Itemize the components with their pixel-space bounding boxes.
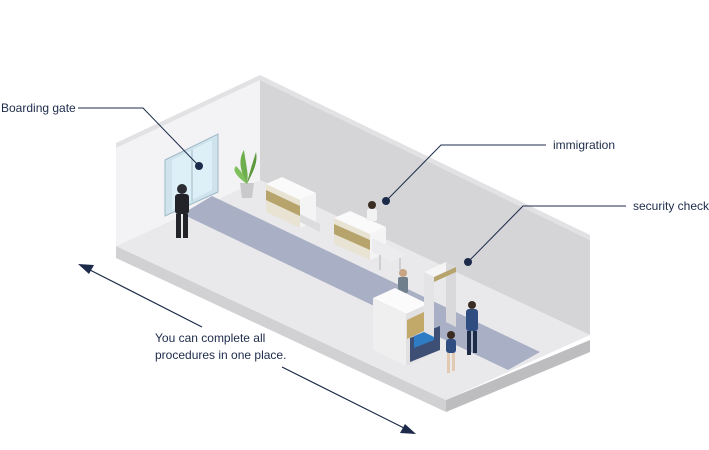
security-check-label: security check — [633, 199, 709, 213]
room-base-right-face — [446, 340, 590, 412]
security-check-leader — [467, 205, 626, 263]
traveler-man-figure — [466, 301, 478, 355]
potted-plant-icon — [234, 150, 257, 198]
walkway-path — [182, 196, 540, 370]
boarding-gate-leader — [78, 107, 200, 167]
left-wall-top-rim — [116, 75, 260, 148]
boarding-gate-marker — [195, 162, 203, 170]
boarding-gate-label: Boarding gate — [1, 101, 76, 115]
back-wall — [260, 80, 590, 335]
immigration-desk-1 — [266, 177, 320, 232]
procedures-note-line-1: You can complete all — [155, 331, 266, 345]
immigration-leader — [385, 144, 546, 202]
procedures-note-line-2: procedures in one place. — [155, 348, 287, 362]
security-screener-figure — [398, 269, 408, 293]
immigration-label: immigration — [553, 138, 616, 152]
room-base-left-face — [116, 246, 446, 412]
immigration-marker — [382, 197, 390, 205]
xray-scanner — [373, 288, 440, 366]
immigration-officer-figure — [367, 201, 377, 221]
security-check-marker — [464, 258, 472, 266]
immigration-desk-2 — [334, 211, 406, 270]
procedures-note: You can complete all procedures in one p… — [155, 330, 286, 364]
double-headed-arrow-icon — [78, 264, 416, 434]
back-wall-top-rim — [260, 75, 590, 240]
traveler-woman-figure — [446, 331, 456, 373]
metal-detector-gate — [424, 262, 456, 337]
gate-staff-figure — [175, 184, 189, 238]
